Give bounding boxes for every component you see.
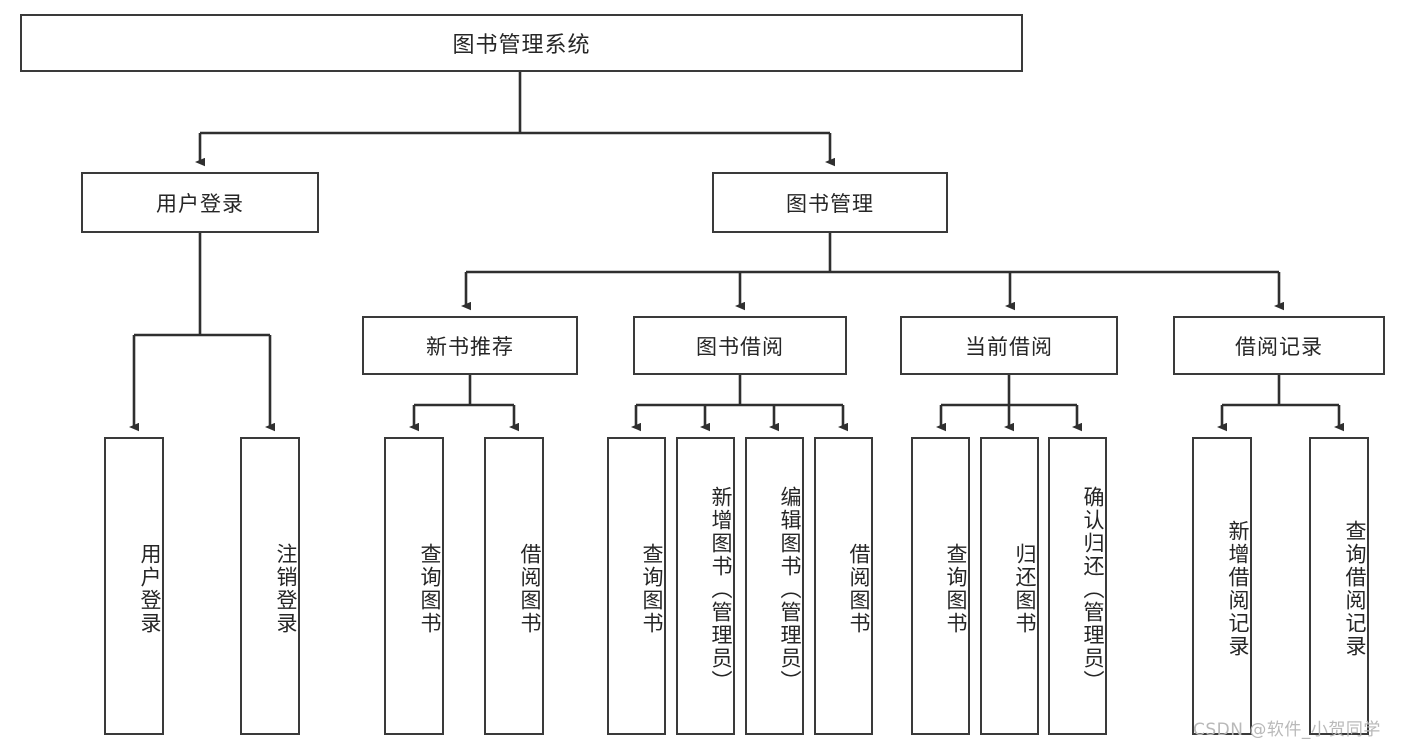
- node-label: 借阅记录: [1235, 334, 1323, 359]
- node-label: 借阅图书: [847, 543, 871, 635]
- node-user-login[interactable]: 用户登录: [81, 172, 319, 233]
- node-label: 新书推荐: [426, 334, 514, 359]
- leaf-add-borrow-record[interactable]: 新增借阅记录: [1192, 437, 1252, 735]
- leaf-confirm-return-admin[interactable]: 确认归还（管理员）: [1048, 437, 1107, 735]
- node-new-book-recommend[interactable]: 新书推荐: [362, 316, 578, 375]
- node-label: 图书借阅: [696, 334, 784, 359]
- node-label: 归还图书: [1013, 543, 1037, 635]
- leaf-logout-login[interactable]: 注销登录: [240, 437, 300, 735]
- node-label: 查询图书: [418, 543, 442, 635]
- node-current-borrow[interactable]: 当前借阅: [900, 316, 1118, 375]
- leaf-query-borrow-record[interactable]: 查询借阅记录: [1309, 437, 1369, 735]
- node-label: 确认归还（管理员）: [1081, 485, 1105, 693]
- leaf-query-book-borrow[interactable]: 查询图书: [607, 437, 666, 735]
- node-label: 用户登录: [156, 191, 244, 216]
- node-root-system[interactable]: 图书管理系统: [20, 14, 1023, 72]
- leaf-query-book-current[interactable]: 查询图书: [911, 437, 970, 735]
- leaf-borrow-book-recommend[interactable]: 借阅图书: [484, 437, 544, 735]
- node-label: 查询借阅记录: [1343, 520, 1367, 658]
- leaf-borrow-book[interactable]: 借阅图书: [814, 437, 873, 735]
- leaf-query-book-recommend[interactable]: 查询图书: [384, 437, 444, 735]
- leaf-return-book[interactable]: 归还图书: [980, 437, 1039, 735]
- node-book-borrow[interactable]: 图书借阅: [633, 316, 847, 375]
- node-label: 用户登录: [138, 543, 162, 635]
- leaf-add-book-admin[interactable]: 新增图书（管理员）: [676, 437, 735, 735]
- node-label: 图书管理: [786, 191, 874, 216]
- node-label: 图书管理系统: [452, 33, 591, 58]
- node-label: 注销登录: [274, 543, 298, 635]
- node-book-management[interactable]: 图书管理: [712, 172, 948, 233]
- node-label: 查询图书: [944, 543, 968, 635]
- node-label: 查询图书: [640, 543, 664, 635]
- node-label: 新增图书（管理员）: [709, 485, 733, 693]
- node-label: 当前借阅: [965, 334, 1053, 359]
- leaf-user-login[interactable]: 用户登录: [104, 437, 164, 735]
- node-label: 新增借阅记录: [1226, 520, 1250, 658]
- node-label: 借阅图书: [518, 543, 542, 635]
- leaf-edit-book-admin[interactable]: 编辑图书（管理员）: [745, 437, 804, 735]
- csdn-watermark: CSDN @软件_小贺同学: [1193, 720, 1381, 740]
- node-label: 编辑图书（管理员）: [778, 485, 802, 693]
- node-borrow-record[interactable]: 借阅记录: [1173, 316, 1385, 375]
